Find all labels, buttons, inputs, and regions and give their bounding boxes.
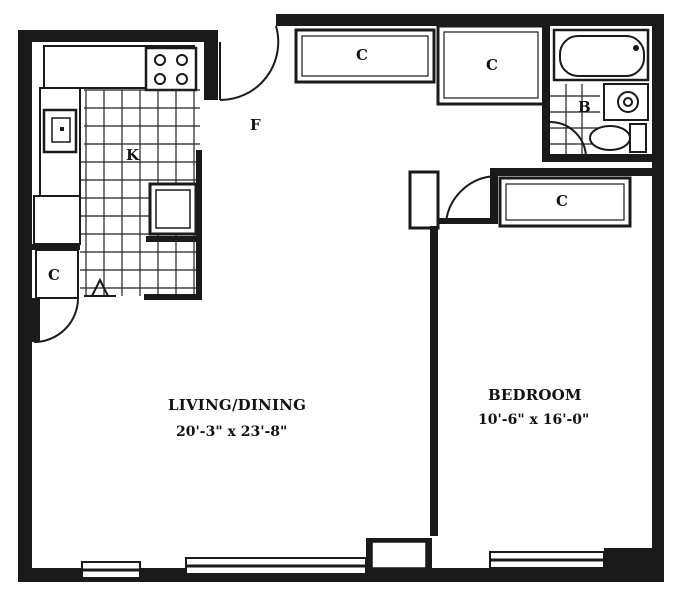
- closet-tag: C: [48, 266, 60, 284]
- entry-door: [204, 25, 280, 102]
- closet-tag: C: [556, 192, 568, 210]
- outer-walls: [18, 14, 664, 582]
- windows: [81, 538, 652, 579]
- bedroom-dims: 10'-6" x 16'-0": [478, 412, 589, 428]
- foyer-tag: F: [250, 116, 261, 134]
- living-room-dims: 20'-3" x 23'-8": [176, 424, 287, 440]
- bedroom-name: BEDROOM: [488, 386, 582, 404]
- closet-tag: C: [486, 56, 498, 74]
- closet-tag: C: [356, 46, 368, 64]
- living-room-name: LIVING/DINING: [168, 396, 306, 414]
- kitchen: [39, 45, 202, 300]
- bedroom-walls: [408, 168, 652, 536]
- bath-tag: B: [578, 98, 591, 116]
- top-closets: [294, 24, 546, 106]
- kitchen-tag: K: [126, 146, 140, 164]
- kitchen-closet: [32, 195, 116, 343]
- bathroom: [542, 26, 652, 162]
